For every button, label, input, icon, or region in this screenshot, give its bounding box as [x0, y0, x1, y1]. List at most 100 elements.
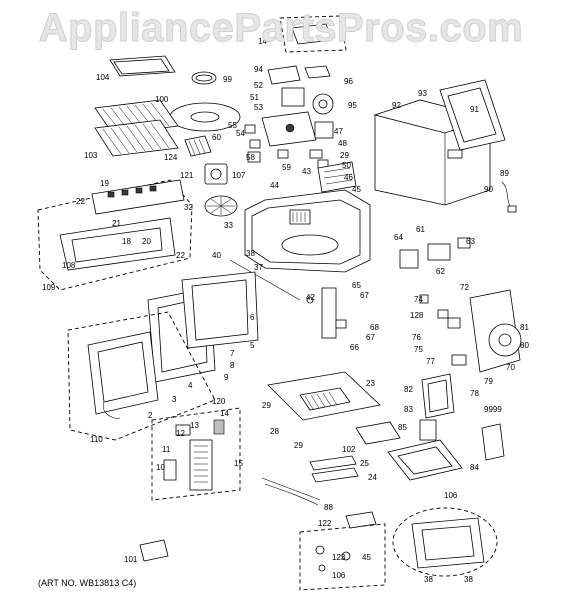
- part-14-top-box: [279, 15, 347, 53]
- callout-23: 23: [366, 379, 375, 388]
- callout-104: 104: [96, 73, 110, 82]
- callout-124: 124: [164, 153, 178, 162]
- callout-75: 75: [414, 345, 423, 354]
- callout-74: 74: [414, 295, 423, 304]
- door-group: [67, 311, 216, 441]
- callout-110: 110: [90, 435, 103, 444]
- callout-61: 61: [416, 225, 425, 234]
- callout-14b: 14: [220, 409, 229, 418]
- callout-83: 83: [404, 405, 413, 414]
- callout-107: 107: [232, 171, 246, 180]
- callout-5: 5: [250, 341, 255, 350]
- turntable-glass-tray: [169, 102, 241, 132]
- callout-79: 79: [484, 377, 493, 386]
- callout-67b: 67: [366, 333, 375, 342]
- callout-20: 20: [142, 237, 151, 246]
- callout-100: 100: [155, 95, 169, 104]
- callout-8: 8: [230, 361, 235, 370]
- turntable-support: [191, 71, 217, 85]
- callout-60: 60: [212, 133, 221, 142]
- filter-strip-25: [309, 455, 357, 471]
- callout-123: 123: [332, 553, 346, 562]
- callout-29c: 29: [294, 441, 303, 450]
- control-panel-group: [37, 179, 193, 291]
- callout-68: 68: [370, 323, 379, 332]
- callout-38: 38: [246, 249, 255, 258]
- callout-65: 65: [352, 281, 361, 290]
- control-panel-board: [91, 179, 185, 215]
- callout-11: 11: [162, 445, 171, 454]
- callout-62: 62: [436, 267, 445, 276]
- callout-76: 76: [412, 333, 421, 342]
- callout-3: 3: [172, 395, 177, 404]
- callout-95: 95: [348, 101, 357, 110]
- callout-94: 94: [254, 65, 263, 74]
- mounting-template-group: [392, 507, 498, 577]
- callout-92: 92: [392, 101, 401, 110]
- callout-37: 37: [254, 263, 263, 272]
- mounting-plate: [439, 79, 506, 151]
- callout-14: 14: [258, 37, 267, 46]
- callout-labels: 14 104 99 94 96 52 51 95 100 53 55 54 47…: [42, 37, 529, 584]
- vent-fan-bracket: [447, 289, 522, 373]
- callout-106b: 106: [332, 571, 346, 580]
- callout-48: 48: [338, 139, 347, 148]
- callout-29: 29: [340, 151, 349, 160]
- callout-101: 101: [124, 555, 138, 564]
- callout-38b: 38: [424, 575, 433, 584]
- callout-7: 7: [230, 349, 235, 358]
- callout-10: 10: [156, 463, 165, 472]
- callout-63: 63: [466, 237, 475, 246]
- callout-29b: 29: [262, 401, 271, 410]
- callout-45: 45: [352, 185, 361, 194]
- oven-cavity: [244, 161, 371, 273]
- callout-13: 13: [190, 421, 199, 430]
- callout-50: 50: [342, 161, 351, 170]
- callout-84: 84: [470, 463, 479, 472]
- callout-28: 28: [270, 427, 279, 436]
- callout-51: 51: [250, 93, 259, 102]
- callout-78: 78: [470, 389, 479, 398]
- light-cover: [204, 163, 228, 185]
- callout-72: 72: [460, 283, 469, 292]
- callout-103: 103: [84, 151, 98, 160]
- power-cord: [501, 181, 517, 213]
- hardware-kit-group: [299, 511, 386, 591]
- callout-81: 81: [520, 323, 529, 332]
- callout-64: 64: [394, 233, 403, 242]
- callout-44: 44: [270, 181, 279, 190]
- callout-2: 2: [148, 411, 153, 420]
- callout-88: 88: [324, 503, 333, 512]
- callout-25: 25: [360, 459, 369, 468]
- callout-47: 47: [334, 127, 343, 136]
- callout-121: 121: [180, 171, 194, 180]
- bottom-plate: [267, 371, 381, 421]
- small-relay-parts: [244, 124, 329, 169]
- callout-19: 19: [100, 179, 109, 188]
- callout-106: 106: [444, 491, 458, 500]
- transformer: [419, 419, 437, 441]
- callout-40: 40: [212, 251, 221, 260]
- callout-66: 66: [350, 343, 359, 352]
- callout-54: 54: [236, 129, 245, 138]
- callout-38c: 38: [464, 575, 473, 584]
- callout-46: 46: [344, 173, 353, 182]
- callout-45b: 45: [362, 553, 371, 562]
- callout-18: 18: [122, 237, 131, 246]
- callout-15: 15: [234, 459, 243, 468]
- callout-108: 108: [62, 261, 76, 270]
- callout-93: 93: [418, 89, 427, 98]
- callout-59: 59: [282, 163, 291, 172]
- base-plate: [387, 439, 463, 481]
- grease-filter: [355, 421, 401, 445]
- wire-harness: [261, 477, 321, 506]
- callout-22: 22: [76, 197, 85, 206]
- grille-louver: [184, 135, 212, 157]
- callout-77: 77: [426, 357, 435, 366]
- callout-99: 99: [223, 75, 232, 84]
- magnetron-assembly: [261, 111, 334, 147]
- callout-53: 53: [254, 103, 263, 112]
- callout-70: 70: [506, 363, 515, 372]
- callout-90: 90: [484, 185, 493, 194]
- callout-85: 85: [398, 423, 407, 432]
